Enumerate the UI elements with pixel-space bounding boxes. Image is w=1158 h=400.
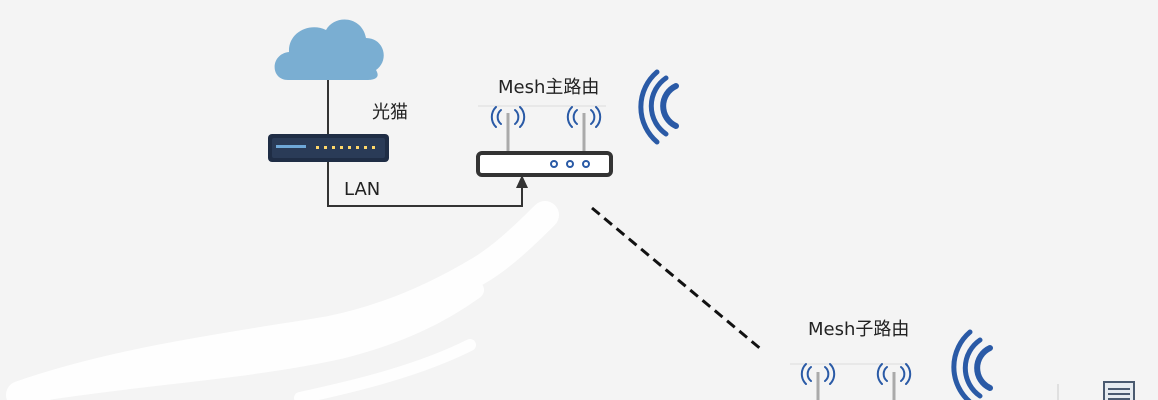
- modem-label: 光猫: [372, 102, 408, 123]
- main-router-wifi-icon: [638, 69, 679, 145]
- lan-link: [327, 162, 523, 207]
- sub-router-label: Mesh子路由: [808, 319, 909, 340]
- main-router-icon: [476, 105, 613, 177]
- sub-router-icon: [790, 363, 912, 400]
- main-router-label: Mesh主路由: [498, 77, 599, 98]
- modem-icon: [268, 134, 389, 162]
- background-brush-strokes: [6, 201, 559, 400]
- lan-arrow-icon: [516, 175, 528, 188]
- mesh-backhaul-link: [591, 206, 763, 352]
- cloud-icon: [274, 19, 384, 80]
- document-icon[interactable]: [1103, 381, 1135, 400]
- lan-label: LAN: [344, 179, 380, 200]
- sub-router-wifi-icon: [951, 329, 993, 400]
